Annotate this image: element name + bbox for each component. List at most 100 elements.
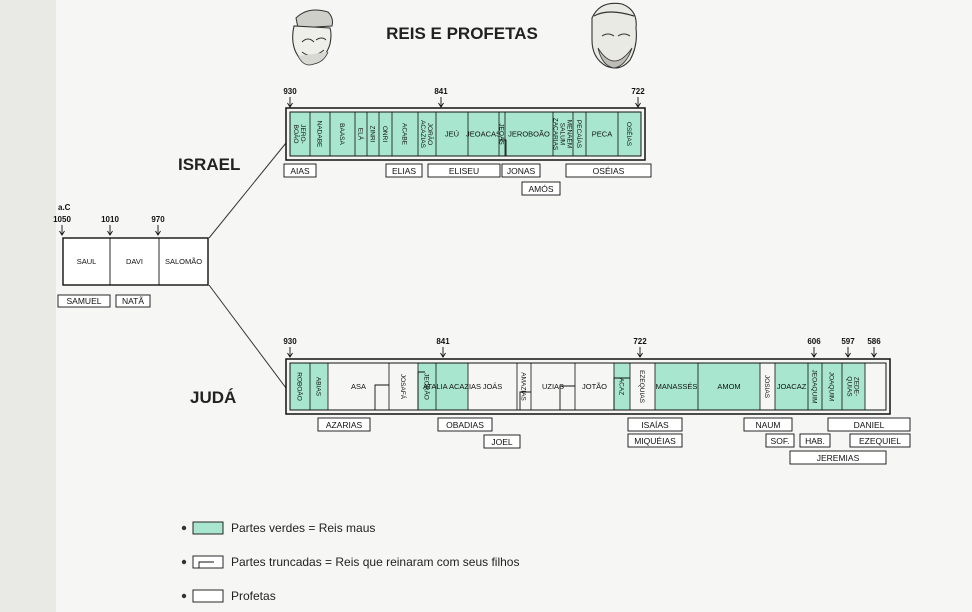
bleed-through — [690, 30, 890, 550]
prophet-name: DANIEL — [854, 420, 885, 430]
prophet-name: ISAÍAS — [641, 420, 669, 430]
truncated-mark — [559, 385, 575, 410]
evil-king-fill — [310, 363, 328, 410]
prophet-box — [317, 417, 371, 432]
evil-king-fill — [505, 112, 553, 156]
prophet-name: HAB. — [805, 436, 825, 446]
prophet-name: JEREMIAS — [817, 453, 860, 463]
evil-king-fill — [468, 112, 499, 156]
evil-king-fill — [808, 363, 822, 410]
prophet-box — [385, 163, 423, 178]
prophet-name: OSÉIAS — [593, 166, 625, 176]
king-cell: EZEQUIAS — [638, 370, 645, 404]
king-cell: BAASA — [338, 123, 345, 145]
year-label: 606 — [807, 337, 821, 346]
king-cell: JEORÃO — [423, 373, 432, 400]
king-cell: PECAÍAS — [575, 120, 584, 149]
connector-line — [208, 284, 287, 389]
king-cell: JEOÁS — [498, 123, 507, 145]
prophet-name: AMÓS — [528, 184, 553, 194]
legend-green-swatch — [192, 521, 224, 535]
year-label: 841 — [436, 337, 450, 346]
king-cell: JOÁS — [483, 382, 503, 391]
king-cell: AMOM — [717, 382, 740, 391]
prophet-name: AIAS — [290, 166, 310, 176]
arrow-down-icon — [635, 97, 641, 108]
king-cell: JERO-BOÃO — [292, 124, 306, 144]
evil-king-fill — [330, 112, 355, 156]
evil-king-fill — [379, 112, 392, 156]
arrow-down-icon — [59, 225, 65, 236]
arrow-down-icon — [440, 347, 446, 358]
king-cell: ELÁ — [357, 128, 366, 141]
king-cell: AMAZIAS — [520, 372, 527, 401]
king-cell: JOTÃO — [582, 382, 607, 391]
truncated-mark — [198, 561, 214, 568]
year-label: 722 — [631, 87, 645, 96]
year-label: 1050 — [53, 215, 71, 224]
evil-king-fill — [418, 363, 436, 410]
prophet-box — [283, 163, 317, 178]
legend-bullet — [181, 593, 187, 599]
prophet-name: NATÃ — [122, 296, 144, 306]
king-cell: ROBOÃO — [296, 372, 305, 401]
evil-king-fill — [842, 363, 865, 410]
king-cell: JEÚ — [445, 130, 459, 139]
evil-king-fill — [310, 112, 330, 156]
king-cell: JOAQUIM — [828, 372, 835, 402]
israel-kings-inner — [289, 111, 642, 157]
year-label: 586 — [867, 337, 881, 346]
arrow-down-icon — [637, 347, 643, 358]
king-cell: JEOAQUIM — [811, 370, 818, 404]
prophet-name: MIQUÉIAS — [634, 436, 676, 446]
prophet-box — [743, 417, 793, 432]
arrow-down-icon — [845, 347, 851, 358]
page-title: REIS E PROFETAS — [386, 24, 538, 43]
truncated-mark — [613, 377, 630, 410]
evil-king-fill — [775, 363, 808, 410]
israel-label: ISRAEL — [178, 155, 240, 174]
evil-king-fill — [614, 363, 630, 410]
prophet-box — [799, 433, 831, 448]
legend-text: Partes truncadas = Reis que reinaram com… — [231, 555, 519, 569]
prophet-box — [627, 433, 683, 448]
evil-king-fill — [355, 112, 367, 156]
arrow-down-icon — [287, 347, 293, 358]
prophet-box — [765, 433, 795, 448]
king-cell: JOACAZ — [777, 382, 807, 391]
evil-king-fill — [655, 363, 698, 410]
truncated-mark — [417, 371, 425, 410]
king-cell: SALOMÃO — [165, 257, 202, 266]
king-cell: ZEDE-QUIAS — [846, 376, 860, 397]
connector-line — [208, 142, 287, 239]
year-label: 930 — [283, 337, 297, 346]
prophet-box — [521, 181, 561, 196]
prophet-name: ELISEU — [449, 166, 479, 176]
evil-king-fill — [822, 363, 842, 410]
evil-king-fill — [290, 363, 310, 410]
evil-king-fill — [436, 363, 468, 410]
prophet-box — [427, 163, 501, 178]
truncated-mark — [519, 391, 531, 410]
arrow-down-icon — [155, 225, 161, 236]
prophet-name: JOEL — [491, 437, 513, 447]
king-cell: MANASSÉS — [656, 382, 698, 391]
king-cell: MENAÉMSALUMZACARIAS — [552, 118, 575, 151]
evil-king-fill — [618, 112, 641, 156]
evil-king-fill — [290, 112, 310, 156]
king-cell: ASA — [351, 382, 366, 391]
king-cell: JOSIAS — [763, 375, 770, 399]
prophet-name: AZARIAS — [326, 420, 363, 430]
year-label: 970 — [151, 215, 165, 224]
prophet-name: SOF. — [771, 436, 790, 446]
prophet-name: EZEQUIEL — [859, 436, 901, 446]
evil-king-fill — [499, 112, 505, 156]
prophet-box — [483, 434, 521, 449]
king-cell: JEROBOÃO — [508, 130, 550, 139]
evil-king-fill — [418, 112, 436, 156]
year-label: 930 — [283, 87, 297, 96]
year-label: 1010 — [101, 215, 119, 224]
